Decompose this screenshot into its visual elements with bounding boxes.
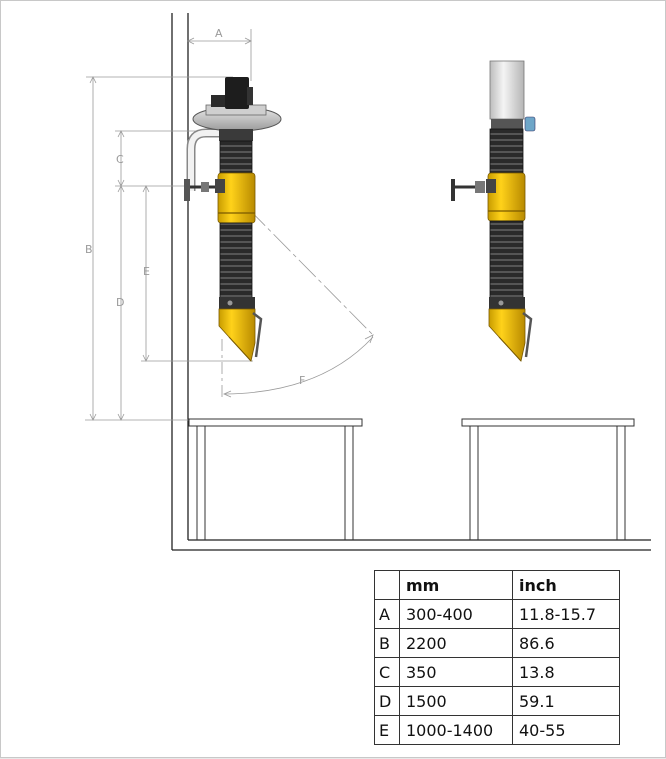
extraction-arm-duct [451,60,536,362]
row-label: B [374,628,400,658]
row-label: D [374,686,400,716]
mm-value: 2200 [399,628,513,658]
mm-value: 350 [399,657,513,687]
mm-value: 300-400 [399,599,513,629]
dim-label-a: A [215,27,223,40]
table-row: E 1000-1400 40-55 [374,715,620,745]
work-table-right [461,418,635,540]
row-label: C [374,657,400,687]
table-row: C 350 13.8 [374,657,620,687]
work-table-left [188,418,363,540]
dim-label-e: E [143,265,150,278]
wall-and-floor [171,13,651,551]
table-row: D 1500 59.1 [374,686,620,716]
header-cell-inch: inch [512,570,620,600]
inch-value: 11.8-15.7 [512,599,620,629]
inch-value: 40-55 [512,715,620,745]
extraction-arm-wall-fan [184,77,282,362]
mm-value: 1000-1400 [399,715,513,745]
inch-value: 59.1 [512,686,620,716]
dimension-lines [85,29,374,421]
inch-value: 86.6 [512,628,620,658]
table-header-row: mm inch [374,570,620,600]
dim-label-f: F [299,374,305,387]
header-cell [374,570,400,600]
dim-label-b: B [85,243,93,256]
row-label: A [374,599,400,629]
row-label: E [374,715,400,745]
inch-value: 13.8 [512,657,620,687]
dim-label-d: D [116,296,124,309]
dim-label-c: C [116,153,124,166]
table-row: A 300-400 11.8-15.7 [374,599,620,629]
table-row: B 2200 86.6 [374,628,620,658]
mm-value: 1500 [399,686,513,716]
header-cell-mm: mm [399,570,513,600]
dimension-letters: A B C D E F [85,27,305,387]
dimensions-table: mm inch A 300-400 11.8-15.7 B 2200 86.6 … [374,570,620,745]
